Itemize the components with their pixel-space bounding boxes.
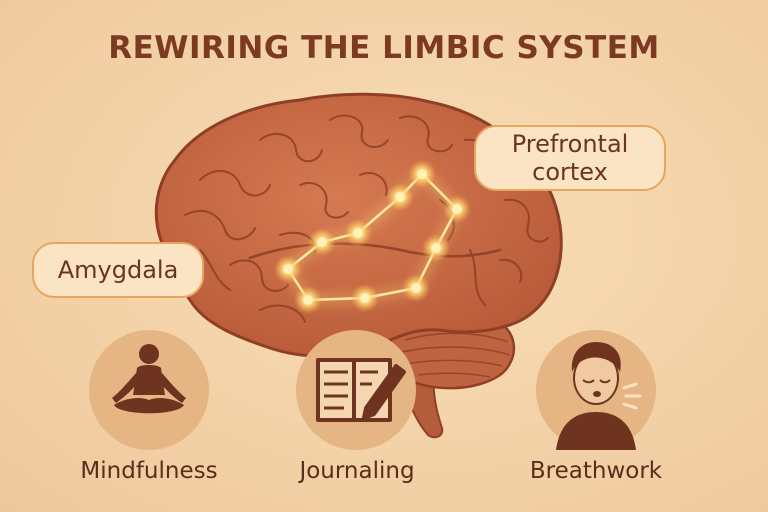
neural-node (395, 192, 405, 202)
prefrontal-cortex-text: Prefrontal cortex (511, 130, 629, 186)
mindfulness-label: Mindfulness (80, 458, 218, 484)
neural-node (353, 228, 363, 238)
neural-node (303, 295, 313, 305)
amygdala-text: Amygdala (57, 256, 179, 284)
neural-node (417, 169, 427, 179)
breathing-person-icon (556, 342, 642, 450)
practice-mindfulness (89, 330, 209, 450)
diagram-title: REWIRING THE LIMBIC SYSTEM (108, 30, 660, 66)
neural-pathway (274, 160, 471, 314)
neural-node (431, 243, 441, 253)
cerebellum-folds (401, 332, 511, 378)
neural-node (411, 283, 421, 293)
amygdala-label: Amygdala (32, 242, 204, 298)
journal-pen-icon (316, 358, 406, 422)
neural-node (452, 204, 462, 214)
breathwork-label: Breathwork (529, 458, 663, 484)
journaling-label: Journaling (299, 458, 415, 484)
practice-journaling (296, 330, 416, 450)
prefrontal-cortex-label: Prefrontal cortex (474, 125, 666, 191)
practice-breathwork (536, 330, 656, 450)
neural-node (283, 264, 293, 274)
neural-node (360, 293, 370, 303)
meditation-icon (112, 344, 186, 414)
neural-node (317, 237, 327, 247)
